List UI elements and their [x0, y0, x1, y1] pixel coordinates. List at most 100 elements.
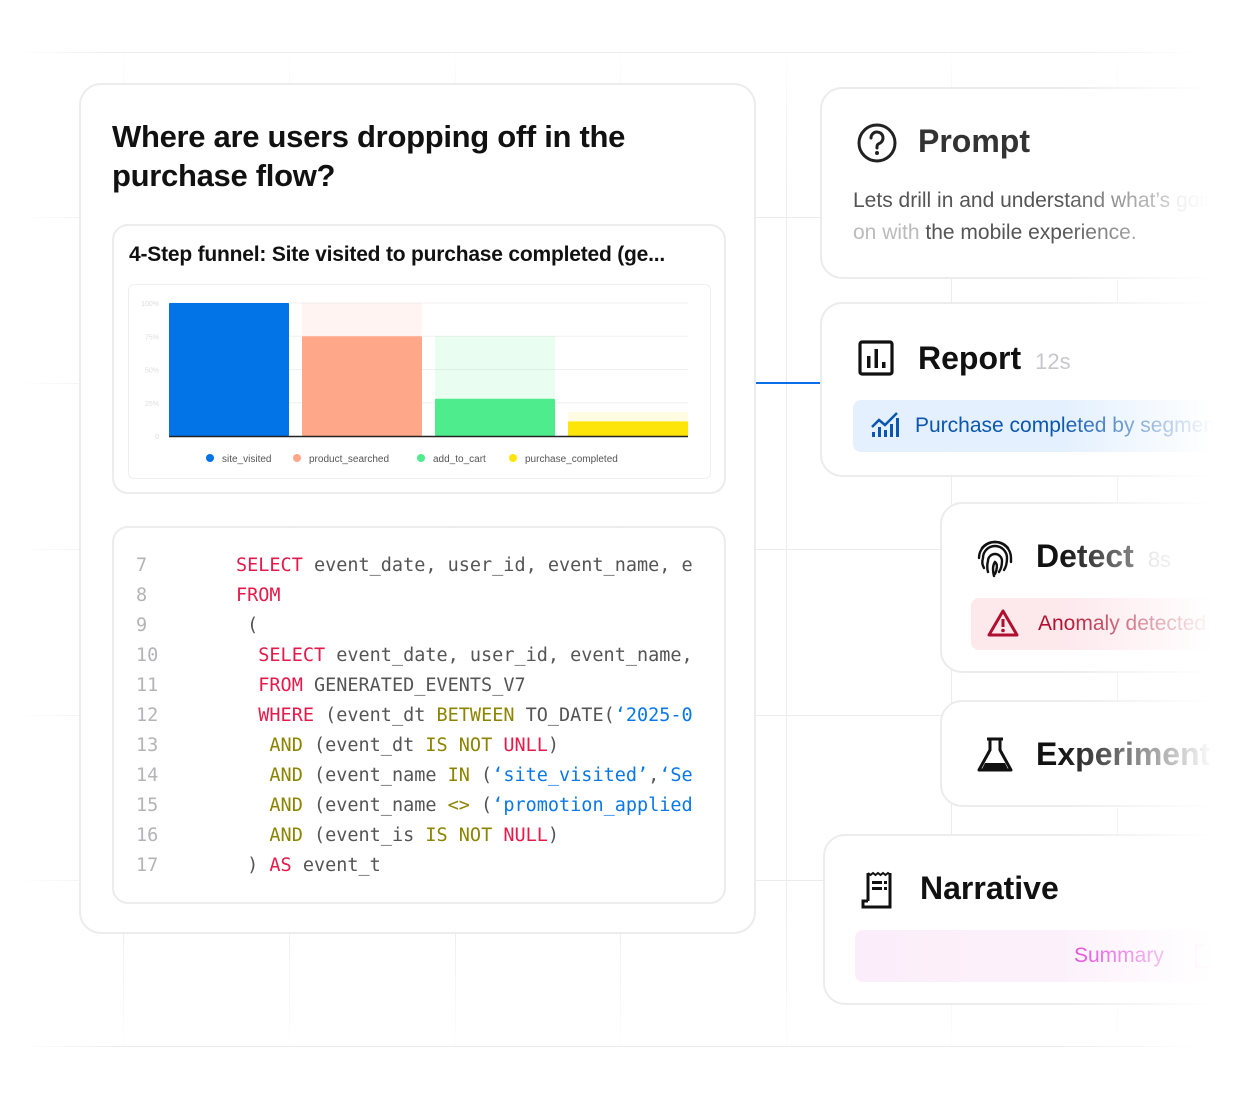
- line-number: 10: [136, 645, 159, 666]
- code-token-plain: [492, 825, 503, 846]
- code-token-kw: UNLL: [503, 735, 548, 756]
- y-tick-label: 25%: [145, 401, 159, 408]
- code-text: AND (event_is IS NOT NULL): [236, 821, 559, 851]
- code-token-op: AND: [269, 735, 303, 756]
- code-text: AND (event_name IN (‘site_visited’,‘Se: [236, 761, 693, 791]
- line-number: 8: [136, 585, 148, 606]
- code-token-plain: event_date, user_id, event_name,: [325, 645, 693, 666]
- report-item[interactable]: Purchase completed by segment: [853, 400, 1237, 452]
- flask-icon: [977, 737, 1013, 772]
- code-token-plain: (event_dt: [313, 705, 437, 726]
- step-title: Experiment: [1036, 736, 1211, 772]
- code-line: 11 FROM GENERATED_EVENTS_V7: [114, 671, 714, 701]
- prompt-text: Lets drill in and understand what’s goin…: [853, 189, 1228, 244]
- code-line: 16 AND (event_is IS NOT NULL): [114, 821, 714, 851]
- code-token-op: IN: [447, 765, 470, 786]
- report-item-label: Purchase completed by segment: [915, 414, 1221, 437]
- line-number: 16: [136, 825, 159, 846]
- code-token-op: AND: [269, 795, 303, 816]
- y-tick-label: 100%: [141, 301, 159, 308]
- legend-swatch: [417, 454, 425, 462]
- step-duration: 8s: [1147, 547, 1172, 572]
- y-tick-label: 0: [155, 434, 159, 441]
- code-token-kw: WHERE: [258, 705, 314, 726]
- code-token-plain: GENERATED_EVENTS_V7: [302, 675, 526, 696]
- code-text: (: [236, 611, 258, 641]
- code-line: 9 (: [114, 611, 714, 641]
- question-circle-icon: [857, 123, 897, 163]
- bar-add_to_cart: [435, 398, 555, 436]
- code-token-op: IS NOT: [425, 735, 493, 756]
- legend-swatch: [206, 454, 214, 462]
- detect-item[interactable]: Anomaly detected: [971, 598, 1237, 650]
- code-line: 17 ) AS event_t: [114, 851, 714, 881]
- code-token-op: BETWEEN: [436, 705, 515, 726]
- legend-label: product_searched: [309, 454, 389, 465]
- line-number: 15: [136, 795, 159, 816]
- code-token-plain: (event_dt: [302, 735, 426, 756]
- code-token-kw: NULL: [503, 825, 548, 846]
- detect-item-label: Anomaly detected: [1038, 612, 1207, 635]
- step-title: Narrative: [920, 870, 1059, 906]
- bar-product_searched: [302, 336, 422, 436]
- code-line: 10 SELECT event_date, user_id, event_nam…: [114, 641, 714, 671]
- code-token-plain: ): [247, 855, 270, 876]
- code-text: AND (event_dt IS NOT UNLL): [236, 731, 559, 761]
- grid-line: [786, 40, 787, 1060]
- code-token-plain: (event_is: [302, 825, 426, 846]
- code-token-plain: (event_name: [302, 795, 448, 816]
- summary-label: Summary: [1074, 944, 1164, 967]
- code-token-plain: ): [547, 825, 560, 846]
- y-tick-label: 75%: [145, 334, 159, 341]
- code-text: WHERE (event_dt BETWEEN TO_DATE(‘2025-0: [236, 701, 692, 731]
- code-token-op: AND: [269, 825, 303, 846]
- step-title: Prompt: [918, 123, 1030, 159]
- legend-label: purchase_completed: [525, 454, 618, 465]
- code-token-plain: ): [547, 735, 560, 756]
- line-number: 14: [136, 765, 159, 786]
- code-line: 13 AND (event_dt IS NOT UNLL): [114, 731, 714, 761]
- code-token-kw: AS: [269, 855, 292, 876]
- code-token-plain: TO_DATE(: [514, 705, 615, 726]
- code-token-kw: SELECT: [258, 645, 326, 666]
- code-token-plain: (: [469, 795, 493, 816]
- code-token-kw: SELECT: [236, 555, 303, 576]
- connector-line: [756, 382, 820, 384]
- code-token-str: ‘Se: [659, 765, 693, 786]
- code-token-plain: event_date, user_id, event_name, e: [302, 555, 693, 576]
- line-number: 9: [136, 615, 148, 636]
- funnel-chart-card[interactable]: 4-Step funnel: Site visited to purchase …: [112, 224, 726, 494]
- code-token-plain: ,: [648, 765, 660, 786]
- code-token-str: ‘site_visited’: [492, 765, 649, 786]
- line-number: 12: [136, 705, 159, 726]
- code-token-plain: (: [247, 615, 259, 636]
- step-narrative[interactable]: Narrative Summary: [823, 834, 1240, 1005]
- code-token-plain: (event_name: [302, 765, 448, 786]
- step-duration: 12s: [1035, 349, 1071, 374]
- code-line: 12 WHERE (event_dt BETWEEN TO_DATE(‘2025…: [114, 701, 714, 731]
- analysis-card: Where are users dropping off in the purc…: [79, 83, 756, 934]
- code-token-kw: FROM: [258, 675, 303, 696]
- grid-line: [20, 1046, 1240, 1047]
- y-tick-label: 50%: [145, 368, 159, 375]
- step-experiment[interactable]: Experiment: [940, 700, 1240, 807]
- code-token-op: AND: [269, 765, 303, 786]
- code-text: SELECT event_date, user_id, event_name, …: [236, 551, 693, 581]
- legend-swatch: [509, 454, 517, 462]
- code-token-plain: event_t: [291, 855, 381, 876]
- code-token-str: ‘promotion_applied: [492, 795, 693, 816]
- narrative-summary[interactable]: Summary: [855, 930, 1237, 982]
- code-line: 15 AND (event_name <> (‘promotion_applie…: [114, 791, 714, 821]
- external-link-icon: [1194, 943, 1220, 969]
- code-token-op: IS NOT: [425, 825, 493, 846]
- step-prompt[interactable]: Prompt Lets drill in and understand what…: [820, 87, 1240, 279]
- code-token-plain: [492, 735, 503, 756]
- legend-swatch: [293, 454, 301, 462]
